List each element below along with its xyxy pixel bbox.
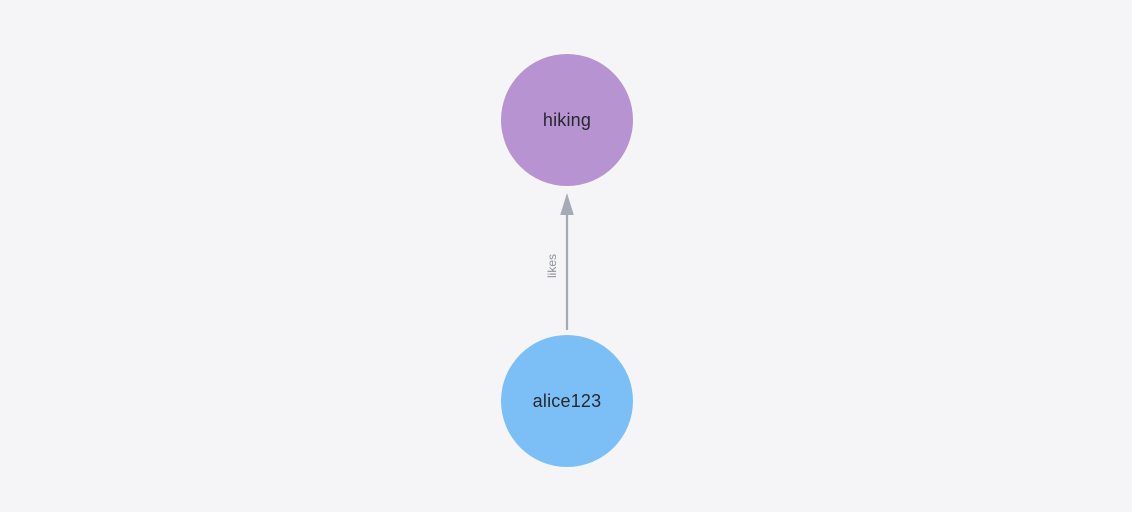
edge-arrowhead-icon — [560, 193, 574, 215]
edge-label[interactable]: likes — [545, 254, 559, 278]
node-hiking[interactable]: hiking — [501, 54, 633, 186]
node-hiking-label: hiking — [542, 109, 592, 130]
edge-likes[interactable]: likes — [545, 193, 574, 330]
node-alice123[interactable]: alice123 — [501, 335, 633, 467]
node-alice123-label: alice123 — [532, 390, 602, 411]
